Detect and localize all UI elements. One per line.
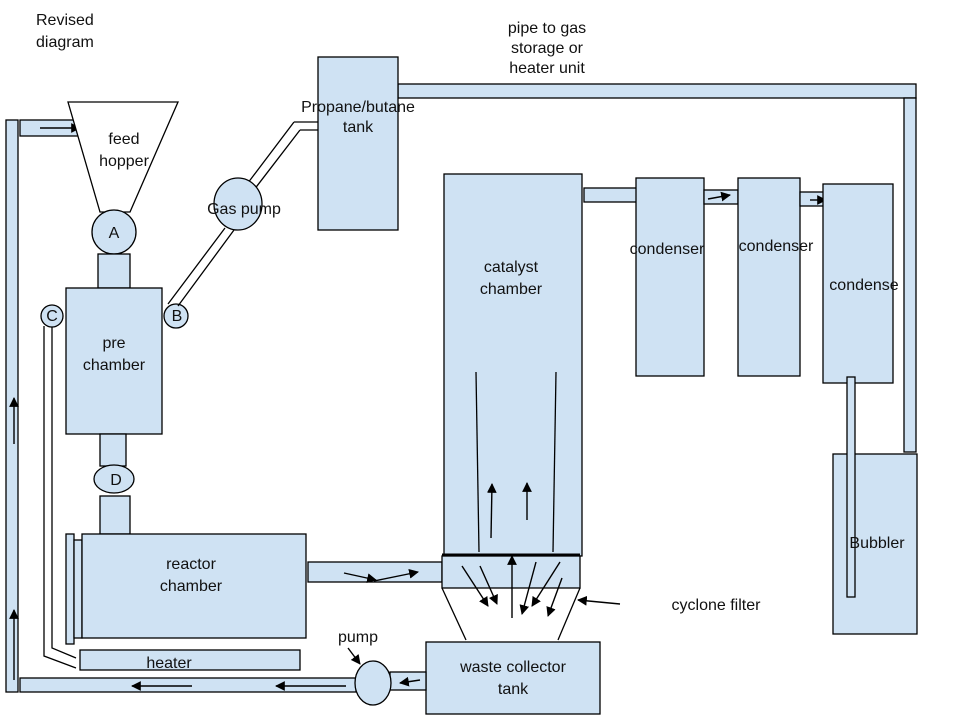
valve-b — [163, 303, 189, 329]
bypass-pipe-c — [43, 326, 77, 669]
bubbler-tube — [846, 376, 856, 598]
condenser-1-label: condenser — [630, 241, 705, 258]
flow-arrow — [461, 565, 489, 607]
flow-arrow — [343, 572, 377, 583]
flow-arrow — [546, 577, 563, 617]
condenser-3-label: condense — [829, 277, 898, 294]
pipe-catalyst-condenser — [583, 187, 639, 203]
pump-label: pump — [338, 629, 378, 646]
valve-c-label: C — [46, 308, 58, 325]
gas-pump-label: Gas pump — [207, 201, 281, 218]
flow-arrow — [486, 483, 497, 539]
feed-hopper — [67, 101, 179, 213]
reactor-outlet-pipe — [307, 561, 443, 583]
pre-chamber — [65, 287, 163, 435]
hopper-neck — [97, 253, 131, 289]
reactor-chamber — [81, 533, 307, 639]
valve-d-label: D — [110, 472, 122, 489]
waste-collector-tank — [425, 641, 601, 715]
valve-b-label: B — [172, 308, 183, 325]
gas-pipe-top — [397, 83, 917, 453]
gas-pump — [213, 177, 263, 231]
pump-pointer — [347, 647, 361, 665]
flow-arrow — [531, 561, 561, 607]
pipe-condenser-2-3 — [799, 191, 825, 207]
gas-line — [228, 121, 322, 213]
cyclone-filter-pointer — [577, 595, 621, 606]
flow-arrow — [479, 565, 498, 605]
valve-d — [93, 464, 135, 494]
cyclone-filter — [441, 555, 581, 589]
reactor-flange-inner — [73, 539, 83, 639]
reactor-flange-outer — [65, 533, 75, 645]
condenser-2 — [737, 177, 801, 377]
return-pipe-bottom — [19, 677, 357, 693]
pump — [354, 660, 392, 706]
cyclone-filter-label: cyclone filter — [672, 597, 762, 614]
bubbler-label: Bubbler — [849, 535, 905, 552]
propane-tank — [317, 56, 399, 231]
catalyst-chamber — [443, 173, 583, 557]
pre-chamber-neck — [99, 433, 127, 467]
reactor-feed-neck — [99, 495, 131, 535]
condenser-3 — [822, 183, 894, 384]
pump-outlet-pipe — [389, 671, 427, 691]
flow-arrow — [519, 561, 537, 615]
flow-arrow — [399, 676, 421, 687]
flow-arrow — [373, 568, 419, 582]
flow-arrow — [707, 191, 731, 202]
condenser-2-label: condenser — [739, 238, 814, 255]
heater-label: heater — [146, 655, 192, 672]
valve-a-label: A — [109, 225, 120, 242]
heater — [79, 649, 301, 671]
condenser-1 — [635, 177, 705, 377]
